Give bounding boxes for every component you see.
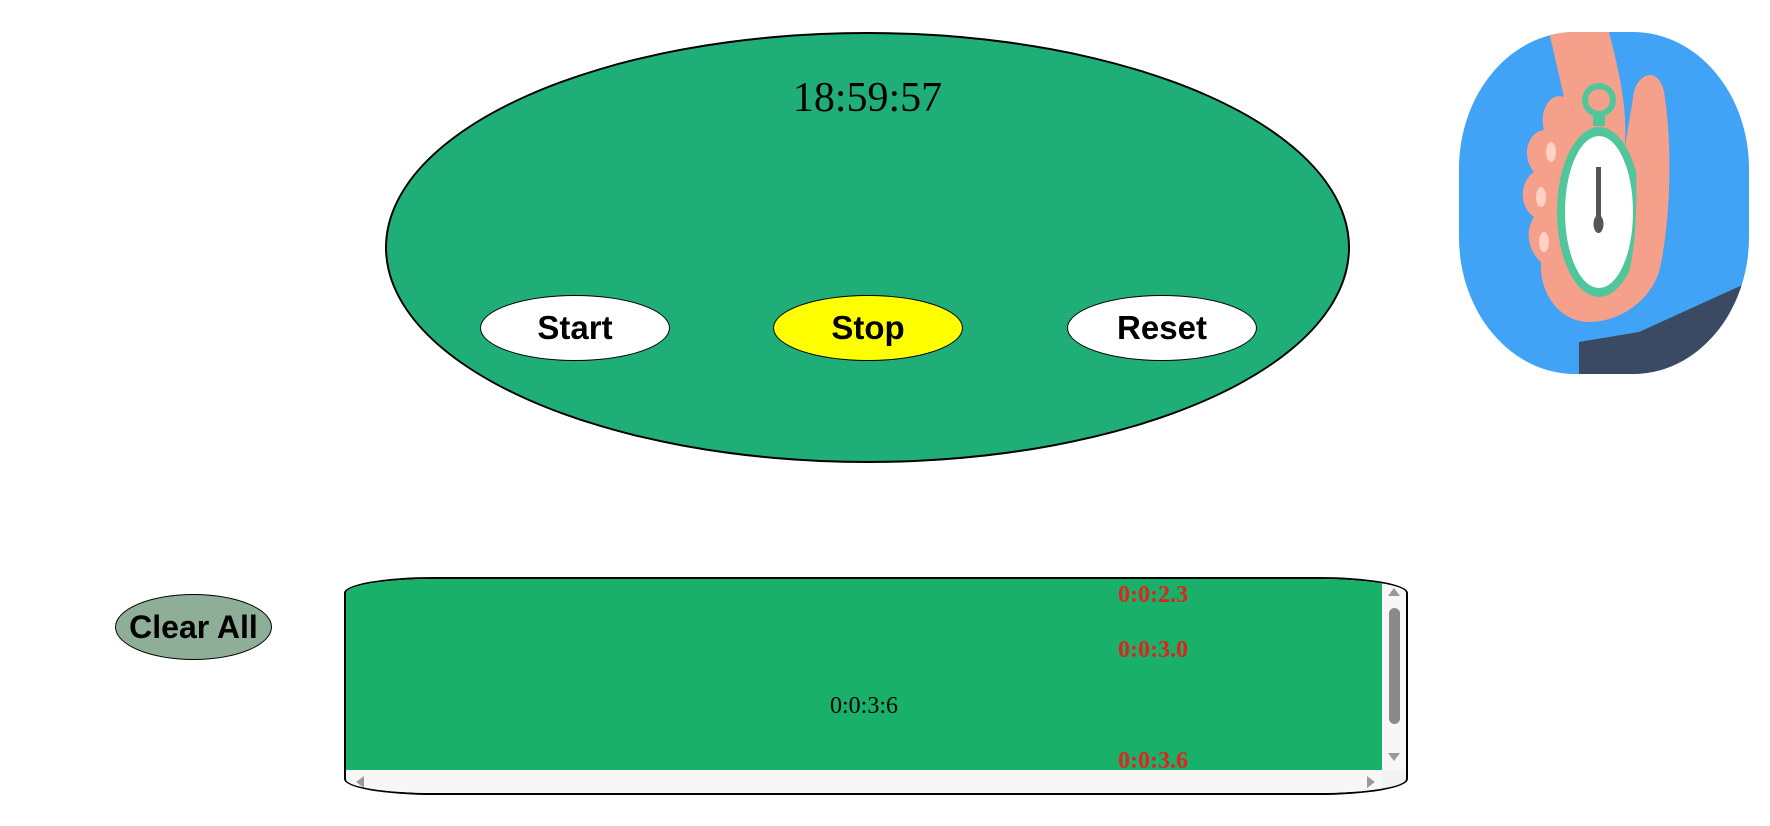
vertical-scrollbar[interactable] — [1382, 579, 1406, 770]
scroll-up-icon[interactable] — [1388, 588, 1400, 596]
reset-button[interactable]: Reset — [1067, 295, 1257, 361]
vertical-scroll-thumb[interactable] — [1389, 608, 1400, 724]
start-button[interactable]: Start — [480, 295, 670, 361]
laps-panel: 0:0:2.3 0:0:3.0 0:0:3:6 0:0:3.6 — [344, 577, 1408, 795]
stopwatch-panel: 18:59:57 Start Stop Reset — [385, 32, 1350, 463]
clock-display: 18:59:57 — [792, 75, 943, 121]
scroll-right-icon[interactable] — [1367, 776, 1375, 788]
hand-holding-stopwatch-icon — [1522, 32, 1749, 374]
lap-item: 0:0:3.6 — [1118, 748, 1188, 770]
lap-item: 0:0:2.3 — [1118, 582, 1188, 608]
current-lap-time: 0:0:3:6 — [829, 693, 898, 719]
lap-item: 0:0:3.0 — [1118, 637, 1188, 663]
stopwatch-illustration — [1459, 32, 1749, 374]
laps-list[interactable]: 0:0:2.3 0:0:3.0 0:0:3:6 0:0:3.6 — [346, 579, 1382, 770]
scroll-down-icon[interactable] — [1388, 753, 1400, 761]
scroll-left-icon[interactable] — [356, 776, 364, 788]
horizontal-scrollbar[interactable] — [346, 770, 1382, 793]
clear-all-button[interactable]: Clear All — [115, 594, 272, 660]
stop-button[interactable]: Stop — [773, 295, 963, 361]
